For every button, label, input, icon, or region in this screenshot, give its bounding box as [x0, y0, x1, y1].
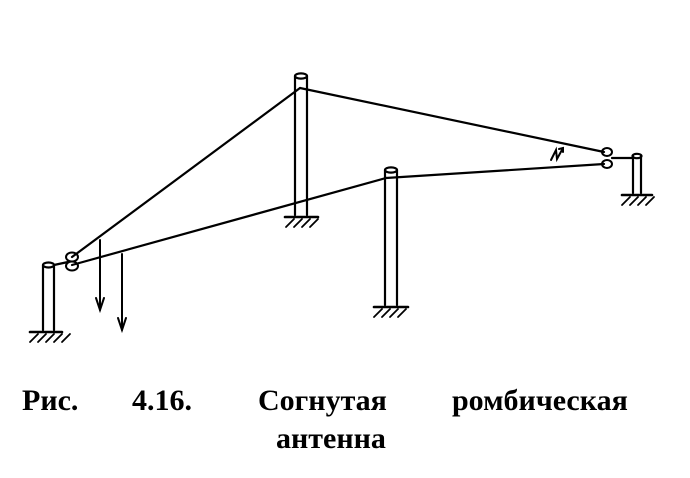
caption-word-3: антенна	[276, 422, 386, 455]
wire-upper-right	[298, 86, 606, 154]
caption-label: Рис.	[22, 384, 79, 417]
caption-word-2: ромбическая	[452, 384, 628, 417]
ground-hatch-icon	[29, 196, 655, 343]
mast-tall-center	[283, 72, 320, 219]
mast-right	[620, 152, 654, 197]
mast-left	[28, 261, 64, 334]
caption-word-1: Согнутая	[258, 384, 387, 417]
caption-number: 4.16.	[132, 384, 192, 417]
wire-lower-left	[70, 176, 388, 267]
insulator-icon	[65, 147, 613, 272]
wire-upper-left	[70, 86, 302, 259]
zigzag-source-icon	[550, 146, 564, 163]
down-arrow-icon	[95, 239, 127, 334]
mast-center-right	[372, 166, 410, 309]
left-tie-line	[52, 260, 70, 267]
antenna-wires	[52, 86, 634, 267]
wire-lower-right	[384, 162, 606, 180]
antenna-diagram	[28, 72, 655, 343]
